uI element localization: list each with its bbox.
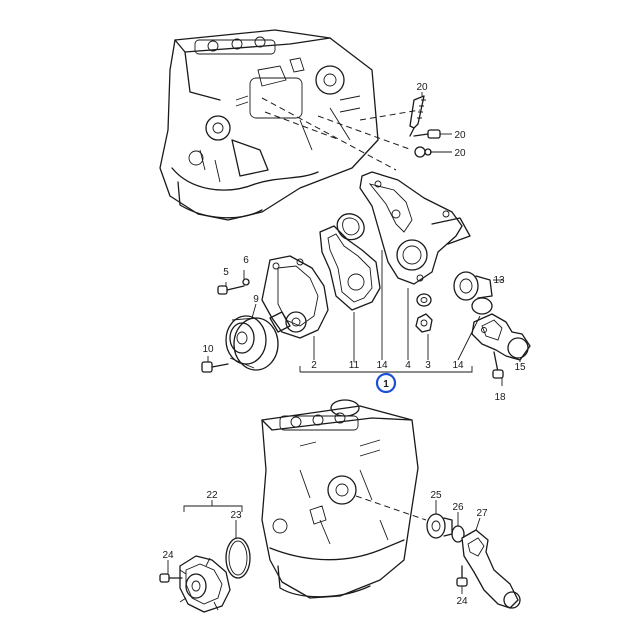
upper-engine-block	[159, 29, 379, 221]
nut-3	[415, 313, 433, 333]
label-26: 26	[452, 502, 464, 513]
washer-6	[242, 278, 250, 286]
label-24b: 24	[456, 596, 468, 607]
label-23: 23	[230, 510, 242, 521]
label-24a: 24	[162, 550, 174, 561]
leader-lines-lower	[167, 500, 481, 594]
coolant-pump-housing	[359, 171, 471, 285]
label-9: 9	[253, 294, 259, 305]
seal-4	[416, 293, 432, 307]
water-pump-22	[179, 555, 231, 613]
thermostat-25	[426, 513, 453, 539]
label-20c: 20	[454, 148, 466, 159]
label-13: 13	[493, 275, 505, 286]
sender-unit-20	[409, 95, 426, 137]
label-6: 6	[243, 255, 249, 266]
label-2: 2	[311, 360, 317, 371]
lower-engine-block	[261, 399, 419, 599]
o-ring-14	[471, 297, 493, 315]
lower-guide-line	[355, 495, 427, 521]
label-14a: 14	[376, 360, 388, 371]
label-10: 10	[202, 344, 214, 355]
label-22: 22	[206, 490, 218, 501]
gasket-11	[319, 225, 381, 311]
leader-lines-upper	[207, 92, 521, 386]
label-18: 18	[494, 392, 506, 403]
assembly-guide-lines	[261, 97, 421, 171]
water-pump	[261, 255, 329, 339]
label-14b: 14	[452, 360, 464, 371]
coolant-flange	[471, 313, 531, 361]
washer-20	[414, 146, 432, 158]
label-20b: 20	[454, 130, 466, 141]
bolt-18	[492, 351, 504, 379]
o-ring-23	[225, 537, 251, 579]
o-ring	[336, 213, 365, 241]
bolt-24b	[456, 565, 468, 587]
label-5: 5	[223, 267, 229, 278]
bolt-10	[201, 361, 229, 373]
callout-number: 1	[383, 379, 389, 390]
label-11: 11	[349, 360, 360, 371]
callout-1[interactable]: 1	[375, 372, 397, 394]
pulley	[225, 315, 279, 371]
label-4: 4	[405, 360, 411, 371]
coolant-pipe-27	[461, 529, 521, 609]
bolt-24a	[159, 573, 183, 583]
label-15: 15	[514, 362, 526, 373]
screw-20	[413, 129, 441, 139]
thermostat	[453, 271, 493, 301]
label-3: 3	[425, 360, 431, 371]
label-25: 25	[430, 490, 442, 501]
bolt-5	[217, 285, 245, 295]
label-20a: 20	[416, 82, 428, 93]
label-27: 27	[476, 508, 488, 519]
